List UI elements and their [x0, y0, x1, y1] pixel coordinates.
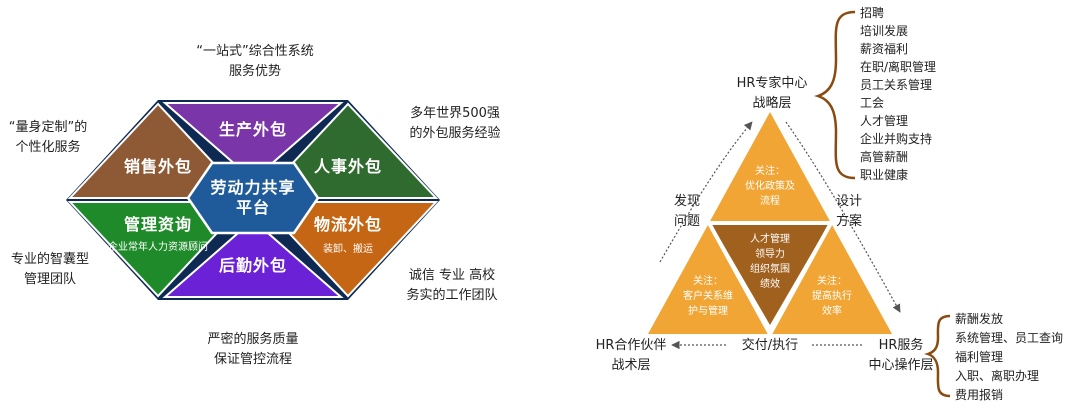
- top-list-item: 薪资福利: [860, 42, 909, 56]
- bottom-list-item: 系统管理、员工查询: [955, 331, 1064, 345]
- label-quality-line1: 严密的服务质量: [207, 332, 299, 347]
- top-brace: [814, 10, 856, 180]
- tri-right-line1: 关注：: [817, 276, 847, 287]
- segment-sales-label: 销售外包: [123, 157, 192, 176]
- segment-hr-label: 人事外包: [313, 157, 382, 176]
- tri-top-line1: 关注：: [755, 166, 785, 177]
- tri-center-line3: 组织氛围: [750, 264, 790, 275]
- label-think-tank-line2: 管理团队: [23, 272, 76, 287]
- bottom-list-item: 福利管理: [955, 350, 1004, 364]
- tri-left-line1: 关注：: [693, 276, 723, 287]
- label-custom-line1: “量身定制”的: [8, 120, 88, 135]
- tri-center-text: 人才管理 领导力 组织氛围 绩效: [736, 232, 804, 292]
- segment-logistics-label: 物流外包: [313, 215, 382, 234]
- segment-logistics-shape: [257, 201, 439, 298]
- bottom-list-item: 费用报销: [955, 388, 1004, 402]
- label-integrity: 诚信 专业 高校 务实的工作团队: [390, 266, 514, 306]
- node-left-line1: HR合作伙伴: [595, 338, 667, 353]
- tri-center-line4: 绩效: [760, 279, 780, 290]
- tri-top-line3: 流程: [760, 196, 780, 207]
- edge-left-line2: 问题: [673, 214, 700, 229]
- tri-right-text: 关注： 提高执行 效率: [792, 274, 872, 319]
- tri-left-line3: 护与管理: [688, 306, 728, 317]
- tri-right-line3: 效率: [822, 306, 842, 317]
- tri-left-line2: 客户关系维: [683, 291, 733, 302]
- label-integrity-line2: 务实的工作团队: [406, 288, 498, 303]
- edge-right-line2: 方案: [835, 214, 862, 229]
- segment-logistics-log-shape: [162, 218, 344, 298]
- center-hexagon-shape: [186, 161, 320, 235]
- edge-bottom-label: 交付/执行: [728, 336, 812, 356]
- node-top-line1: HR专家中心: [736, 76, 808, 91]
- label-fortune-line1: 多年世界500强: [410, 106, 500, 121]
- node-left-label: HR合作伙伴 战术层: [588, 336, 674, 376]
- edge-right-label: 设计 方案: [826, 192, 872, 232]
- top-function-list: 招聘 培训发展 薪资福利 在职/离职管理 员工关系管理 工会 人才管理 企业并购…: [860, 4, 936, 184]
- label-quality: 严密的服务质量 保证管控流程: [188, 330, 318, 370]
- top-list-item: 人才管理: [860, 114, 909, 128]
- segment-logistics-log-label: 后勤外包: [218, 256, 287, 275]
- segment-consulting-shape: [67, 201, 249, 298]
- edge-right-line1: 设计: [835, 194, 862, 209]
- node-right-line2: 中心操作层: [868, 358, 934, 373]
- top-list-item: 高管薪酬: [860, 150, 909, 164]
- hexagon-diagram: [66, 100, 440, 300]
- label-one-stop-line1: “一站式”综合性系统: [196, 44, 314, 59]
- top-list-item: 职业健康: [860, 168, 909, 182]
- tri-top-text: 关注： 优化政策及 流程: [730, 164, 810, 209]
- label-one-stop: “一站式”综合性系统 服务优势: [170, 42, 340, 82]
- tri-top-line2: 优化政策及: [745, 181, 795, 192]
- top-list-item: 员工关系管理: [860, 78, 933, 92]
- node-top-label: HR专家中心 战略层: [722, 74, 822, 114]
- top-list-item: 企业并购支持: [860, 132, 933, 146]
- segment-hr-shape: [257, 102, 439, 199]
- label-fortune: 多年世界500强 的外包服务经验: [396, 104, 514, 144]
- edge-left-line1: 发现: [673, 194, 700, 209]
- tri-right-line2: 提高执行: [812, 291, 852, 302]
- top-list-item: 招聘: [860, 6, 885, 20]
- bottom-list-item: 入职、离职办理: [955, 369, 1040, 383]
- tri-center-line2: 领导力: [755, 249, 785, 260]
- segment-consulting-sublabel: 企业常年人力资源顾问: [108, 242, 208, 253]
- arrow-left-edge: [659, 121, 753, 263]
- node-right-line1: HR服务: [878, 338, 924, 353]
- label-integrity-line1: 诚信 专业 高校: [408, 268, 496, 283]
- bottom-list-item: 薪酬发放: [955, 312, 1004, 326]
- triangle-diagram: [648, 10, 951, 398]
- node-right-label: HR服务 中心操作层: [858, 336, 944, 376]
- label-fortune-line2: 的外包服务经验: [409, 126, 501, 141]
- segment-production-shape: [162, 102, 344, 182]
- node-left-line2: 战术层: [611, 358, 651, 373]
- label-custom: “量身定制”的 个性化服务: [0, 118, 96, 158]
- label-custom-line2: 个性化服务: [15, 140, 81, 155]
- label-think-tank-line1: 专业的智囊型: [10, 252, 89, 267]
- tri-center-line1: 人才管理: [750, 234, 790, 245]
- top-list-item: 在职/离职管理: [860, 60, 937, 74]
- segment-production-label: 生产外包: [218, 120, 287, 139]
- edge-left-label: 发现 问题: [664, 192, 710, 232]
- top-list-item: 工会: [860, 96, 885, 110]
- top-list-item: 培训发展: [860, 24, 909, 38]
- bottom-brace: [924, 314, 951, 398]
- bottom-function-list: 薪酬发放 系统管理、员工查询 福利管理 入职、离职办理 费用报销: [955, 310, 1063, 405]
- center-platform-label: 劳动力共享平台: [210, 178, 296, 217]
- node-top-line2: 战略层: [752, 96, 792, 111]
- label-quality-line2: 保证管控流程: [213, 352, 292, 367]
- segment-logistics-sublabel: 装卸、搬运: [323, 244, 373, 255]
- label-one-stop-line2: 服务优势: [228, 64, 281, 79]
- segment-consulting-label: 管理资询: [123, 215, 192, 234]
- segment-sales-shape: [67, 102, 249, 199]
- label-think-tank: 专业的智囊型 管理团队: [0, 250, 100, 290]
- tri-left-text: 关注： 客户关系维 护与管理: [668, 274, 748, 319]
